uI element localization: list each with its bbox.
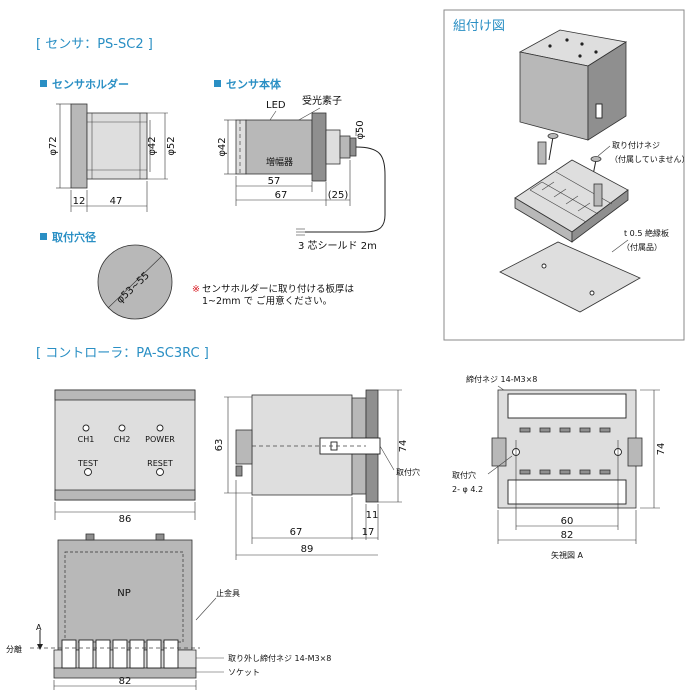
holder-dimensions — [56, 103, 168, 212]
front-dim-width: 86 — [119, 514, 132, 525]
view-a-hole-label-2: 2- φ 4.2 — [452, 485, 483, 494]
holder-heading: センサホルダー — [52, 77, 129, 91]
assembly-plate-note: （付属品） — [622, 242, 662, 252]
body-dim-dia: φ42 — [217, 137, 228, 156]
sensor-body-drawing — [235, 112, 386, 236]
holder-dim-mid-dia: φ52 — [166, 136, 177, 155]
led-label: LED — [266, 100, 286, 111]
body-heading: センサ本体 — [226, 77, 282, 91]
holder-dim-length: 47 — [110, 196, 123, 207]
view-a-dim-82: 82 — [561, 530, 574, 541]
body-dim-67: 67 — [275, 190, 288, 201]
receiver-label: 受光素子 — [302, 94, 342, 107]
amp-label: 増幅器 — [266, 156, 293, 168]
side-dim-67: 67 — [290, 527, 303, 538]
controller-front-view — [54, 389, 196, 520]
mount-heading-marker — [40, 233, 47, 240]
bottom-a-label: A — [36, 623, 42, 632]
side-dim-17: 17 — [362, 527, 375, 538]
assembly-frame — [443, 9, 685, 341]
controller-side-view — [235, 389, 381, 503]
holder-dim-outer-dia: φ72 — [48, 136, 59, 155]
assembly-plate-label: t 0.5 絶縁板 — [624, 228, 669, 238]
bottom-stopper-label: 止金具 — [216, 588, 240, 598]
assembly-insulation-plate — [499, 241, 641, 313]
sensor-holder-drawing — [70, 103, 148, 189]
side-mount-hole-label: 取付穴 — [396, 467, 420, 477]
label-test: TEST — [77, 459, 98, 468]
note-line-1: センサホルダーに取り付ける板厚は — [202, 283, 355, 295]
assembly-plate-leader — [611, 239, 629, 253]
side-dim-63: 63 — [214, 439, 225, 452]
body-dim-25: (25) — [328, 190, 349, 201]
label-ch1: CH1 — [78, 435, 95, 444]
assembly-screw-note: （付属していません） — [610, 154, 690, 164]
body-dim-57: 57 — [268, 176, 281, 187]
side-dim-89: 89 — [301, 544, 314, 555]
body-dim-cable-dia: φ50 — [355, 120, 366, 139]
view-a-hole-label-1: 取付穴 — [452, 470, 476, 480]
note-line-2: 1~2mm で ご用意ください。 — [202, 295, 332, 307]
mount-hole-heading: 取付穴径 — [52, 230, 96, 244]
view-a-dim-60: 60 — [561, 516, 574, 527]
assembly-screw-leader — [597, 145, 611, 157]
holder-heading-marker — [40, 80, 47, 87]
assembly-screw-label: 取り付けネジ — [612, 140, 660, 150]
body-heading-marker — [214, 80, 221, 87]
bottom-screw-label: 取り外し締付ネジ 14-M3×8 — [228, 653, 331, 663]
view-a-dim-74: 74 — [656, 443, 667, 456]
label-power: POWER — [145, 435, 175, 444]
note-mark: ※ — [192, 284, 200, 295]
view-a-caption: 矢視図 A — [551, 550, 584, 560]
label-reset: RESET — [147, 459, 173, 468]
assembly-socket — [514, 141, 629, 243]
bottom-separate-label: 分離 — [6, 644, 22, 654]
bottom-socket-label: ソケット — [228, 668, 260, 677]
holder-dim-flange: 12 — [73, 196, 86, 207]
assembly-title: 組付け図 — [453, 19, 505, 34]
assembly-controller-box — [518, 29, 628, 141]
side-dim-11: 11 — [366, 510, 379, 521]
label-ch2: CH2 — [114, 435, 131, 444]
side-dim-74: 74 — [398, 440, 409, 453]
assembly-screw — [547, 133, 602, 181]
cable-label: 3 芯シールド 2m — [298, 239, 377, 252]
sensor-section-title: [ センサ：PS-SC2 ] — [36, 37, 153, 52]
holder-dim-inner-dia: φ42 — [147, 136, 158, 155]
bottom-np-label: NP — [117, 588, 131, 599]
controller-view-a — [487, 389, 660, 544]
view-a-screw-label: 締付ネジ 14-M3×8 — [466, 374, 537, 384]
bottom-dim-82: 82 — [119, 676, 132, 687]
controller-bottom-view — [30, 533, 224, 690]
body-dimensions — [224, 119, 357, 206]
controller-section-title: [ コントローラ：PA-SC3RC ] — [36, 346, 209, 361]
mount-hole-dim-line — [107, 255, 163, 309]
side-dimensions — [224, 389, 402, 560]
